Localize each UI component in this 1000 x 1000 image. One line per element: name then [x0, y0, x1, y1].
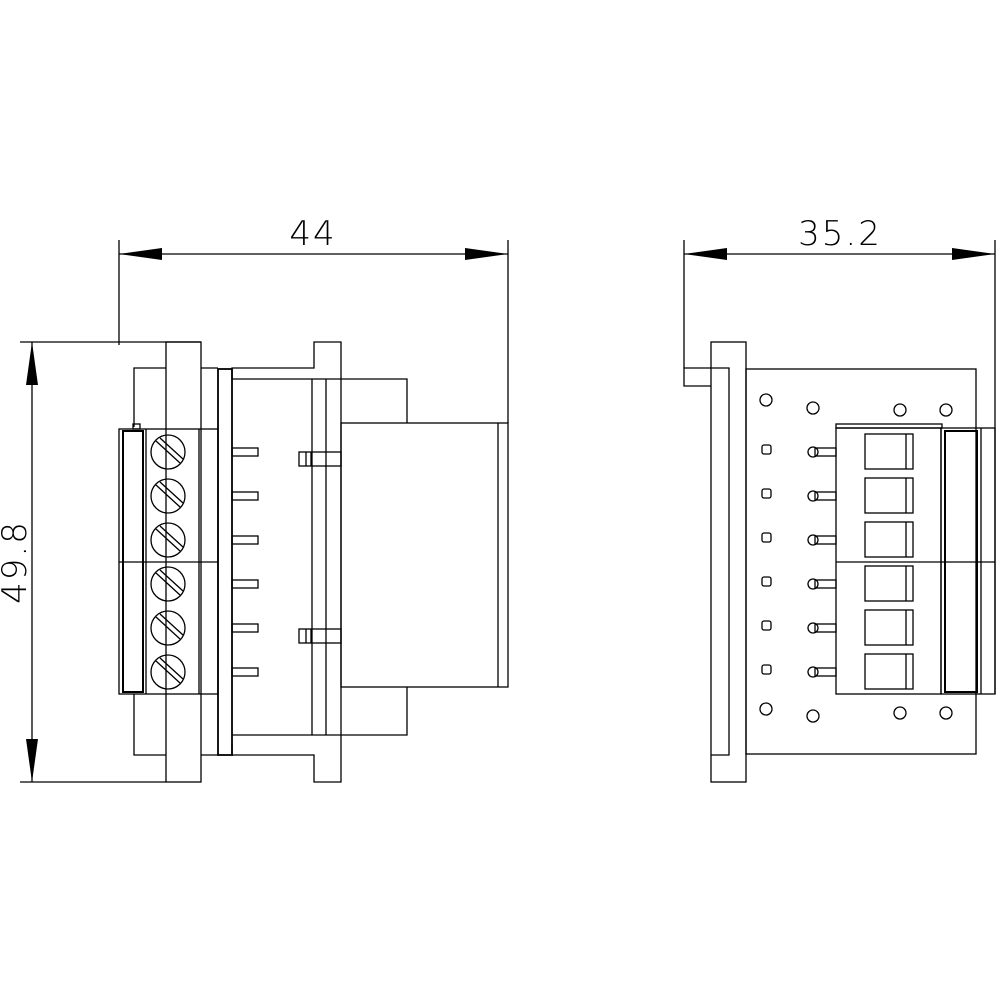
spring-slot: [864, 565, 914, 602]
latch: [298, 628, 342, 644]
spring-slot: [864, 477, 914, 514]
spring-slot: [864, 653, 914, 690]
front-view: [683, 341, 996, 783]
arrow-head: [684, 248, 727, 260]
pin: [231, 535, 259, 545]
screw-icon: [150, 478, 186, 514]
arrow-head: [952, 248, 995, 260]
screw-icon: [150, 434, 186, 470]
dimension-label-44: 44: [289, 214, 336, 254]
screw-slot: [155, 484, 181, 508]
screw-slot: [159, 569, 184, 592]
pin: [231, 491, 259, 501]
side-view: [118, 341, 509, 783]
screw-slot: [155, 440, 181, 464]
connector-block: [835, 423, 996, 695]
spring-slot: [864, 521, 914, 558]
mounting-hole: [939, 706, 953, 720]
arrow-head: [26, 739, 38, 782]
arrow-head: [119, 248, 162, 260]
mounting-hole: [806, 709, 820, 723]
mounting-hole: [893, 706, 907, 720]
arrow-head: [465, 248, 508, 260]
pad: [761, 664, 772, 675]
dimension-label-35-2: 35.2: [798, 214, 882, 254]
terminal-block: [118, 428, 219, 695]
screw-slot: [159, 437, 184, 460]
screw-icon: [150, 654, 186, 690]
mounting-hole: [939, 403, 953, 417]
latch: [298, 451, 342, 467]
mounting-hole: [806, 401, 820, 415]
pin: [231, 579, 259, 589]
screw-slot: [155, 528, 181, 552]
mounting-hole: [893, 403, 907, 417]
screw-slot: [155, 660, 181, 684]
screw-slot: [159, 657, 184, 680]
spring-slot: [864, 609, 914, 646]
dimension-height: 49.8: [0, 341, 201, 783]
pin-end: [807, 666, 819, 678]
mounting-hole: [759, 702, 773, 716]
pad: [761, 532, 772, 543]
pin: [231, 623, 259, 633]
pin-end: [807, 446, 819, 458]
pad: [761, 576, 772, 587]
pin-end: [807, 622, 819, 634]
dimension-label-49-8: 49.8: [0, 520, 35, 604]
pad: [761, 620, 772, 631]
dimension-width-left: 44: [118, 214, 509, 423]
dimension-width-right: 35.2: [683, 214, 996, 694]
pad: [761, 488, 772, 499]
screw-slot: [159, 525, 184, 548]
screw-slot: [155, 616, 181, 640]
screw-slot: [155, 572, 181, 596]
pad: [761, 444, 772, 455]
screw-icon: [150, 522, 186, 558]
screw-icon: [150, 566, 186, 602]
pin-end: [807, 534, 819, 546]
screw-slot: [159, 613, 184, 636]
pin-end: [807, 490, 819, 502]
spring-slot: [864, 433, 914, 470]
pin: [231, 667, 259, 677]
pin-end: [807, 578, 819, 590]
pin: [231, 447, 259, 457]
mounting-hole: [759, 393, 773, 407]
screw-icon: [150, 610, 186, 646]
screw-slot: [159, 481, 184, 504]
arrow-head: [26, 342, 38, 385]
